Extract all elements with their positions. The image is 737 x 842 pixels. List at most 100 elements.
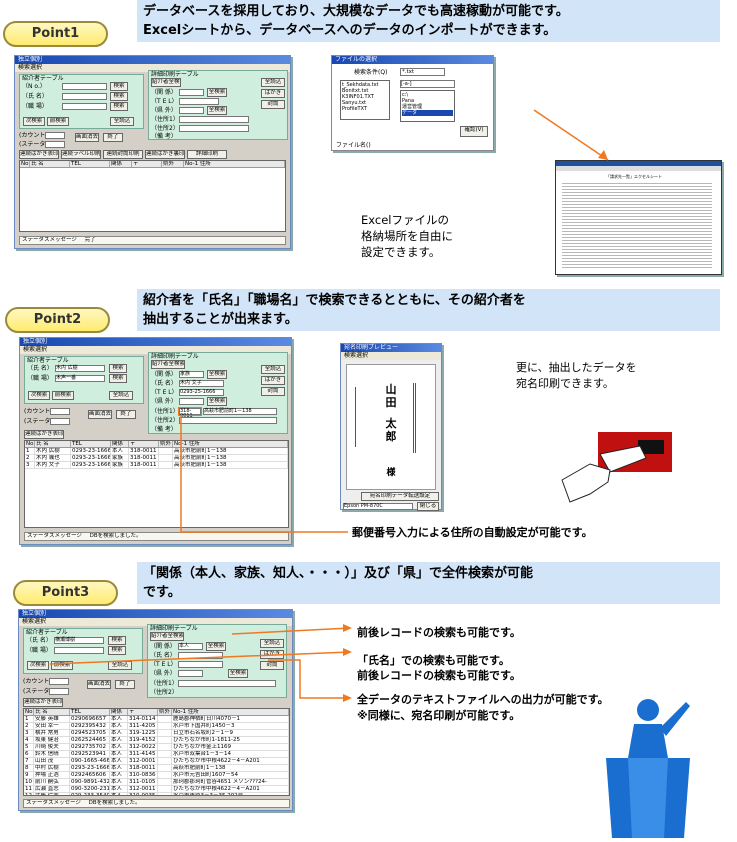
print-transfer-button[interactable]: 宛名印刷データ転送設定 <box>361 492 439 501</box>
close-preview-button[interactable]: 閉じる <box>417 502 439 511</box>
file-item[interactable]: ProfileTXT <box>342 106 367 112</box>
clear-screen-button[interactable]: 画面消去 <box>75 133 99 142</box>
pref-select[interactable] <box>179 398 204 405</box>
addr1-field[interactable]: 高萩市肥前町1－138 <box>203 408 277 415</box>
intro-all-search-button[interactable]: 紹介者全検索 <box>151 360 185 369</box>
end-button[interactable]: 終了 <box>116 410 136 419</box>
work-field[interactable]: 木声一番 <box>55 375 105 382</box>
folder-item[interactable]: c:\ <box>402 92 409 98</box>
end-button[interactable]: 終了 <box>103 133 123 142</box>
folder-item[interactable]: 運営管理 <box>402 104 423 110</box>
print-hagaki-back-button[interactable]: 連続はがき裏印刷 <box>145 150 185 159</box>
prev-search-button[interactable]: 前検索 <box>52 391 74 400</box>
addr1-field[interactable] <box>178 680 276 687</box>
print-envelope-button[interactable]: 連続封筒印刷 <box>103 150 143 159</box>
hagaki-button[interactable]: はがき <box>261 376 285 385</box>
intro-all-search-button[interactable]: 紹介者全検索 <box>150 632 184 641</box>
hagaki-button[interactable]: はがき <box>260 650 284 659</box>
relation-select[interactable]: 本人 <box>178 643 203 650</box>
prev-search-button[interactable]: 前検索 <box>47 117 69 126</box>
work-search-button[interactable]: 検索 <box>109 374 127 383</box>
tel-field[interactable] <box>179 98 219 105</box>
work-field[interactable] <box>62 103 107 110</box>
envelope-button[interactable]: 封筒 <box>261 100 285 109</box>
end-button[interactable]: 終了 <box>115 680 135 689</box>
tel-field[interactable]: 0293-25-1666 <box>179 389 224 396</box>
printer-select[interactable]: Epson PM-870C <box>343 503 413 510</box>
clear-screen-button[interactable]: 画面消去 <box>88 410 112 419</box>
pref-select[interactable] <box>179 107 204 114</box>
name-search-button[interactable]: 検索 <box>109 364 127 373</box>
filter-input[interactable]: *.txt <box>400 68 445 76</box>
intro-all-search-button[interactable]: 紹介者全検索 <box>151 78 181 87</box>
work-search-button[interactable]: 検索 <box>110 102 128 111</box>
file-list[interactable]: t_Sekhdata.txt Bonitxt.txt K3INF01.TXT S… <box>340 80 390 120</box>
relation-search-button[interactable]: 全検索 <box>207 370 227 379</box>
drive-select[interactable]: [-a-] <box>400 80 455 88</box>
folder-item[interactable]: Pana <box>402 98 415 104</box>
name-search-button[interactable]: 検索 <box>110 92 128 101</box>
envelope-button[interactable]: 封筒 <box>260 661 284 670</box>
hagaki-button[interactable]: はがき <box>261 89 285 98</box>
work-search-button[interactable]: 検索 <box>108 646 126 655</box>
file-item[interactable]: Sanyu.txt <box>342 100 367 106</box>
prev-search-button[interactable]: 前検索 <box>51 661 73 670</box>
menu-bar[interactable]: 検索選択 <box>19 618 292 626</box>
tel-field[interactable] <box>178 661 223 668</box>
relation-search-button[interactable]: 全検索 <box>206 642 226 651</box>
ok-button[interactable]: 確認(V) <box>460 126 488 137</box>
load-all-button[interactable]: 全読込 <box>110 117 134 126</box>
load-all-button[interactable]: 全読込 <box>108 661 132 670</box>
pref-search-button[interactable]: 全検索 <box>207 397 227 406</box>
clear-screen-button[interactable]: 画面消去 <box>87 680 111 689</box>
read-all-button[interactable]: 全読込 <box>260 639 284 648</box>
file-item[interactable]: t_Sekhdata.txt <box>342 82 379 88</box>
search-button[interactable]: 検索 <box>110 82 128 91</box>
name2-field[interactable]: 木内 文子 <box>179 380 224 387</box>
name-field[interactable] <box>62 93 107 100</box>
detail-print-button[interactable]: 詳細印刷 <box>187 150 227 159</box>
no-field[interactable] <box>62 83 107 90</box>
name-field[interactable]: 横瀬博樹 <box>54 637 104 644</box>
load-all-button[interactable]: 全読込 <box>109 391 133 400</box>
folder-list[interactable]: c:\ Pana 運営管理 データ <box>400 90 455 122</box>
relation-select[interactable] <box>179 89 204 96</box>
name-field[interactable]: 木内 広樹 <box>55 365 105 372</box>
name2-field[interactable] <box>178 652 223 659</box>
name-search-button[interactable]: 検索 <box>108 636 126 645</box>
print-label-button[interactable]: 連続ラベル印刷 <box>61 150 101 159</box>
print-hagaki-button[interactable]: 連続はがき表印刷 <box>23 698 63 707</box>
file-item[interactable]: Bonitxt.txt <box>342 88 369 94</box>
next-search-button[interactable]: 次検索 <box>23 117 45 126</box>
addr2-field[interactable] <box>179 417 277 424</box>
folder-item[interactable]: データ <box>402 110 453 116</box>
pref-search-button[interactable]: 全検索 <box>228 669 248 678</box>
addr1-field[interactable] <box>179 116 249 123</box>
print-hagaki-button[interactable]: 連続はがき表印刷 <box>19 150 59 159</box>
file-item[interactable]: K3INF01.TXT <box>342 94 374 100</box>
addr2-field[interactable] <box>179 125 249 132</box>
relation-select[interactable]: 家族 <box>179 371 204 378</box>
read-all-button[interactable]: 全読込 <box>261 365 285 374</box>
menu-bar[interactable]: 検索選択 <box>15 64 290 72</box>
relation-search-button[interactable]: 全検索 <box>207 88 227 97</box>
result-grid[interactable]: No 氏 名 TEL 関係 〒 県外 No-1 住所 <box>19 160 286 232</box>
next-search-button[interactable]: 次検索 <box>28 391 50 400</box>
read-all-button[interactable]: 全読込 <box>261 78 285 87</box>
